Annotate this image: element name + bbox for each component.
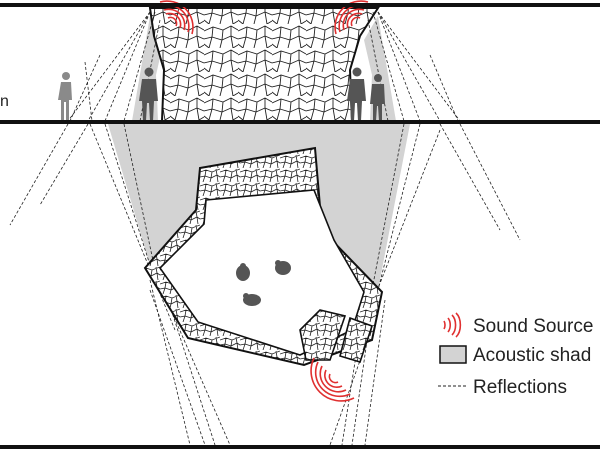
canopy-plan-panel (299, 309, 347, 361)
person-figure-icon (347, 67, 366, 121)
canopy-plan-panel-2 (339, 316, 374, 363)
legend-sound-source-label: Sound Source (473, 316, 593, 337)
person-figure-icon (139, 67, 158, 121)
plan-section (0, 123, 600, 449)
person-figure-icon (58, 72, 72, 121)
plan-reflection-lines (9, 123, 521, 446)
sound-source-icon-elevation-left (159, 0, 194, 35)
person-topview-icon (236, 263, 250, 281)
elevation-reflection-lines (67, 11, 461, 122)
person-figure-icon (370, 74, 385, 121)
elevation-section: n (0, 0, 600, 124)
legend-sound-source-icon (443, 312, 462, 338)
legend-acoustic-shadow-swatch (439, 345, 467, 364)
sound-source-icon-plan (310, 357, 355, 402)
legend-acoustic-shadow-label: Acoustic shad (473, 345, 591, 366)
elevation-label: n (0, 93, 9, 110)
person-topview-icon (275, 260, 291, 275)
legend-reflections-label: Reflections (473, 377, 567, 398)
legend: Sound Source Acoustic shad Reflections (438, 312, 593, 398)
person-topview-icon (243, 293, 261, 306)
